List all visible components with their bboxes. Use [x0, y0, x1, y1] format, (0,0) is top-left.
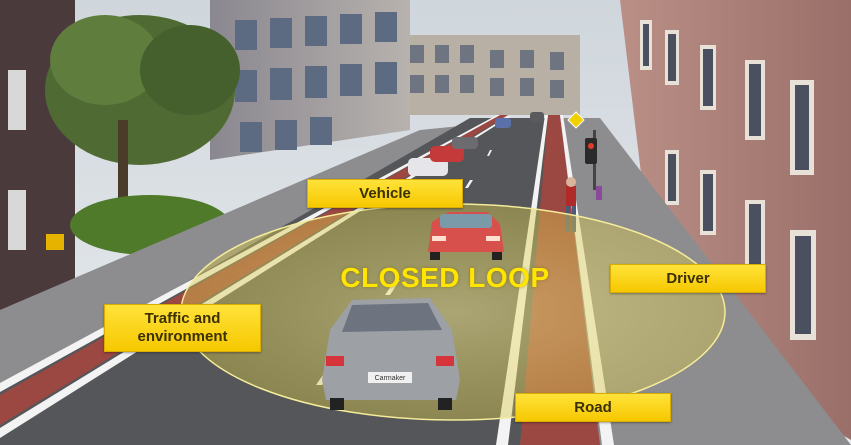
road-label: Road: [515, 393, 671, 422]
license-plate: Carmaker: [375, 375, 406, 382]
traffic-environment-label: Traffic and environment: [104, 304, 261, 352]
vehicle-label: Vehicle: [307, 179, 463, 208]
driver-label: Driver: [610, 264, 766, 293]
red-car: [428, 212, 504, 260]
grey-car: Carmaker: [322, 298, 460, 410]
closed-loop-title: CLOSED LOOP: [340, 262, 550, 293]
